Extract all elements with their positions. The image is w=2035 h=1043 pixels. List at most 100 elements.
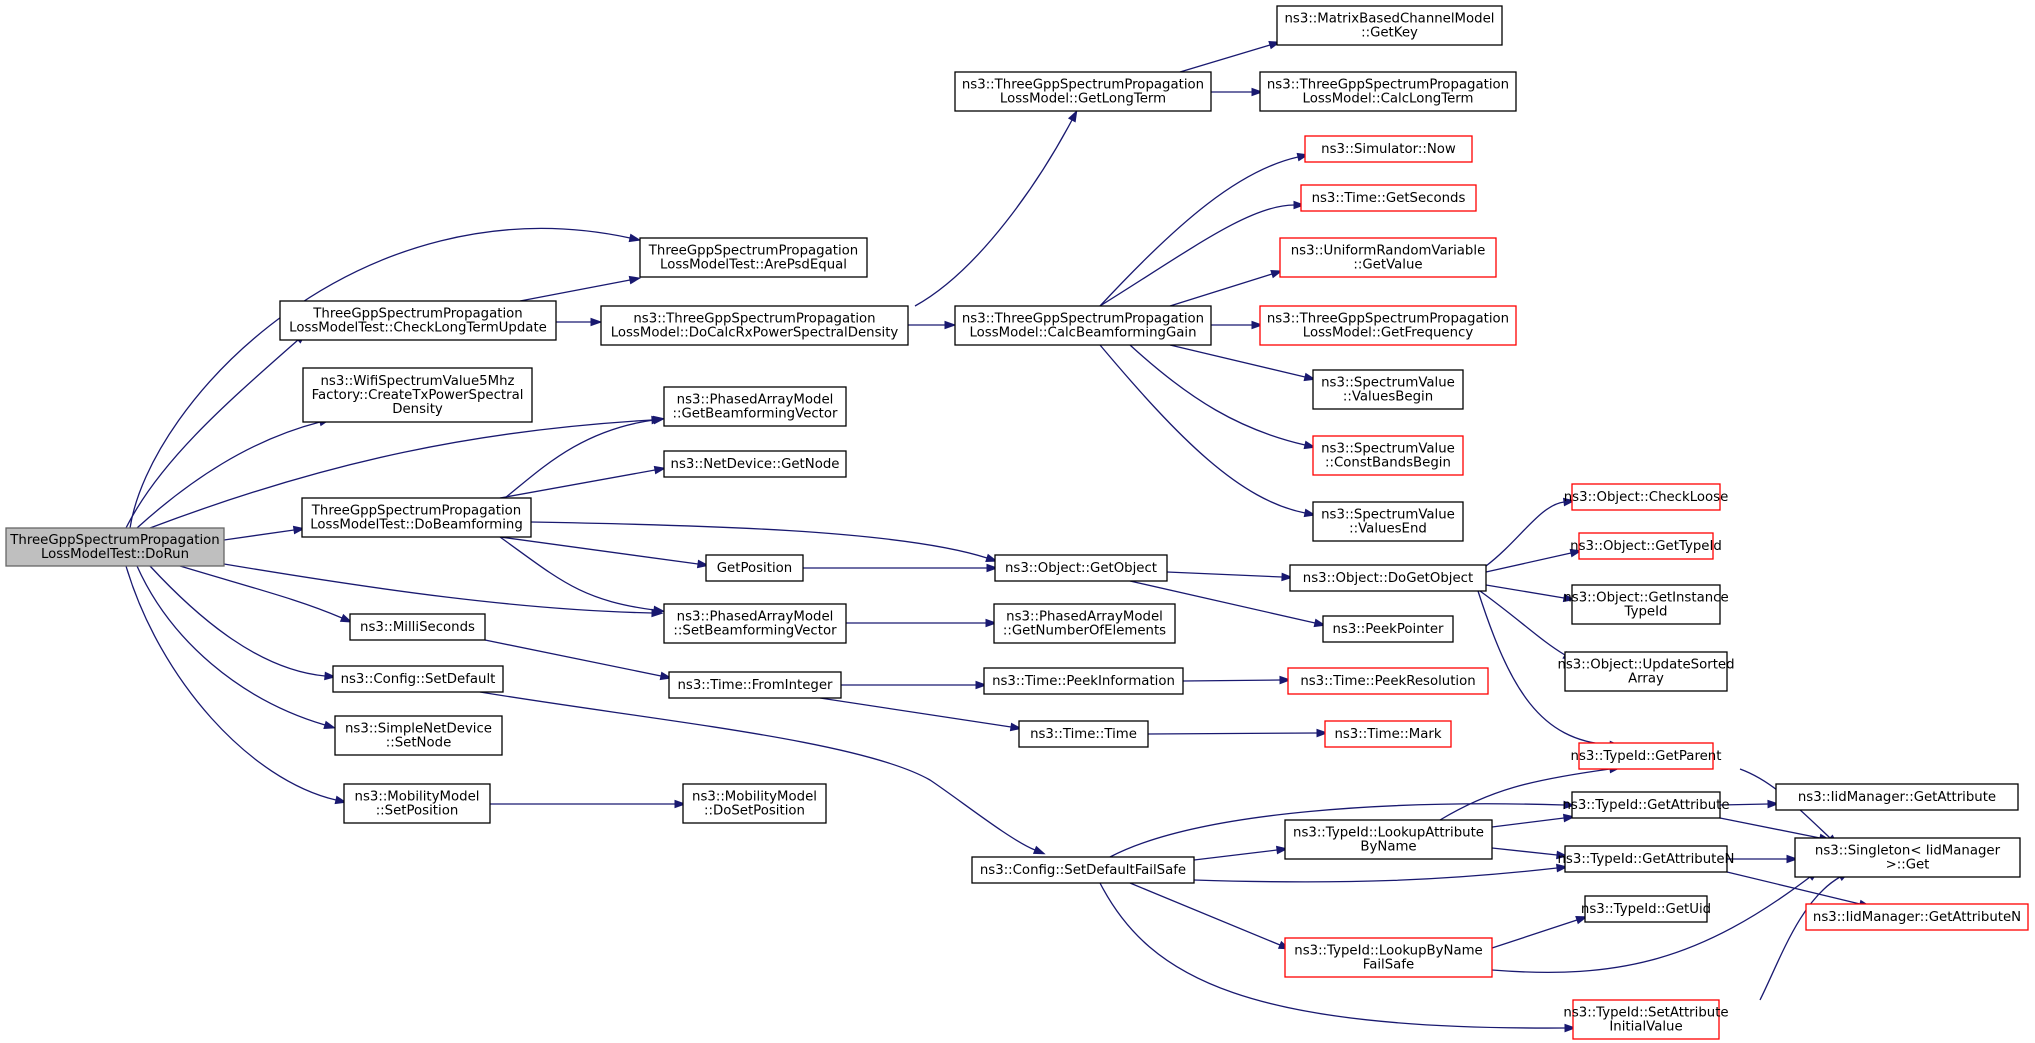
edge-line [136, 565, 326, 726]
node-fromInt[interactable]: ns3::Time::FromInteger [668, 671, 842, 699]
node-timeMark[interactable]: ns3::Time::Mark [1324, 720, 1452, 748]
node-mobSet[interactable]: ns3::MobilityModel::SetPosition [343, 783, 491, 824]
edge-getAttrN-to-singleton [1727, 854, 1799, 864]
node-checkLT[interactable]: ThreeGppSpectrumPropagationLossModelTest… [279, 300, 557, 341]
node-label-line: ::ConstBandsBegin [1325, 456, 1451, 471]
arrowhead [1562, 593, 1576, 603]
edge-line [1719, 803, 1769, 806]
node-label-line: ns3::Time::PeekInformation [992, 674, 1175, 689]
node-getAttrN[interactable]: ns3::TypeId::GetAttributeN [1558, 845, 1735, 873]
node-box [1312, 501, 1464, 542]
edge-line [223, 563, 653, 614]
node-label-line: ns3::Time::FromInteger [677, 678, 833, 693]
node-singleton[interactable]: ns3::Singleton< IidManager >::Get [1794, 837, 2021, 878]
edge-milli-to-fromInt [484, 639, 673, 681]
node-label-line: ::ValuesBegin [1343, 390, 1433, 405]
node-getTypeId[interactable]: ns3::Object::GetTypeId [1570, 532, 1722, 560]
node-simNow[interactable]: ns3::Simulator::Now [1304, 135, 1473, 163]
node-uniGet[interactable]: ns3::UniformRandomVariable::GetValue [1279, 237, 1497, 278]
node-box [1584, 895, 1708, 923]
arrowhead [975, 680, 988, 690]
node-label-line: GetPosition [717, 561, 792, 576]
node-root: ThreeGppSpectrumPropagationLossModelTest… [5, 527, 225, 567]
node-setBV[interactable]: ns3::PhasedArrayModel::SetBeamformingVec… [663, 603, 847, 644]
arrowhead [590, 317, 603, 327]
arrowhead [1562, 497, 1576, 507]
arrowhead [944, 320, 957, 330]
node-label-line: ns3::ThreeGppSpectrumPropagation [962, 78, 1204, 93]
node-getParent[interactable]: ns3::TypeId::GetParent [1571, 742, 1722, 770]
node-label-line: ns3::PeekPointer [1332, 622, 1444, 637]
node-valBegin[interactable]: ns3::SpectrumValue::ValuesBegin [1312, 369, 1464, 410]
node-box [600, 305, 909, 346]
node-areEqual[interactable]: ThreeGppSpectrumPropagationLossModelTest… [639, 237, 868, 278]
node-label-line: Array [1628, 672, 1664, 687]
edge-line [1099, 204, 1295, 307]
node-label-line: ns3::TypeId::GetAttribute [1562, 798, 1729, 813]
node-calcBG[interactable]: ns3::ThreeGppSpectrumPropagationLossMode… [954, 305, 1212, 346]
node-valEnd[interactable]: ns3::SpectrumValue::ValuesEnd [1312, 501, 1464, 542]
node-calcLT[interactable]: ns3::ThreeGppSpectrumPropagationLossMode… [1259, 71, 1517, 112]
node-wifi[interactable]: ns3::WifiSpectrumValue5MhzFactory::Creat… [302, 367, 533, 423]
node-getFreq[interactable]: ns3::ThreeGppSpectrumPropagationLossMode… [1259, 305, 1517, 346]
node-getUid[interactable]: ns3::TypeId::GetUid [1581, 895, 1711, 923]
node-box [983, 667, 1184, 695]
node-box [1571, 483, 1721, 511]
node-timeTime[interactable]: ns3::Time::Time [1018, 720, 1149, 748]
node-iidGetAttr[interactable]: ns3::IidManager::GetAttribute [1775, 783, 2019, 811]
node-doBeam[interactable]: ThreeGppSpectrumPropagationLossModelTest… [301, 497, 532, 538]
node-label-line: ns3::Config::SetDefaultFailSafe [980, 863, 1186, 878]
node-cfgSet[interactable]: ns3::Config::SetDefault [332, 665, 504, 693]
node-getObj[interactable]: ns3::Object::GetObject [994, 554, 1168, 582]
node-checkLoose[interactable]: ns3::Object::CheckLoose [1564, 483, 1729, 511]
node-peekInfo[interactable]: ns3::Time::PeekInformation [983, 667, 1184, 695]
node-box [1312, 369, 1464, 410]
node-label-line: ns3::PhasedArrayModel [677, 610, 834, 625]
node-getSec[interactable]: ns3::Time::GetSeconds [1300, 184, 1477, 212]
node-simpleNet[interactable]: ns3::SimpleNetDevice::SetNode [334, 715, 503, 756]
node-label-line: LossModelTest::CheckLongTermUpdate [289, 321, 547, 336]
node-getAttr[interactable]: ns3::TypeId::GetAttribute [1562, 791, 1730, 819]
edge-line [1491, 847, 1558, 856]
node-getNode[interactable]: ns3::NetDevice::GetNode [663, 450, 847, 478]
node-peekRes[interactable]: ns3::Time::PeekResolution [1287, 667, 1489, 695]
node-label-line: ns3::Config::SetDefault [341, 672, 496, 687]
node-getNumEl[interactable]: ns3::PhasedArrayModel::GetNumberOfElemen… [993, 603, 1176, 644]
node-milli[interactable]: ns3::MilliSeconds [349, 613, 486, 641]
node-getPos[interactable]: GetPosition [705, 554, 804, 582]
node-label-line: LossModelTest::DoBeamforming [310, 518, 523, 533]
node-getBV[interactable]: ns3::PhasedArrayModel::GetBeamformingVec… [663, 386, 847, 427]
edge-mobSet-to-mobDoSet [490, 799, 687, 809]
edge-line [1129, 344, 1306, 446]
node-iidGetAttrN[interactable]: ns3::IidManager::GetAttributeN [1805, 903, 2029, 931]
node-constBands[interactable]: ns3::SpectrumValue::ConstBandsBegin [1312, 435, 1464, 476]
node-getKey[interactable]: ns3::MatrixBasedChannelModel::GetKey [1276, 5, 1503, 46]
node-doCalcRx[interactable]: ns3::ThreeGppSpectrumPropagationLossMode… [600, 305, 909, 346]
node-box [343, 783, 491, 824]
node-box [349, 613, 486, 641]
edge-line [1477, 590, 1611, 746]
edge-line [1129, 882, 1281, 946]
node-label-line: ns3::Simulator::Now [1321, 142, 1456, 157]
node-box [1259, 305, 1517, 346]
node-mobDoSet[interactable]: ns3::MobilityModel::DoSetPosition [682, 783, 827, 824]
edge-cfgFail-to-lookupAttr [1193, 845, 1289, 861]
edge-line [1109, 803, 1565, 858]
node-label-line: ns3::Object::GetTypeId [1570, 539, 1722, 554]
edge-line [149, 565, 326, 677]
node-doGetObj[interactable]: ns3::Object::DoGetObject [1289, 564, 1487, 592]
arrowhead [1562, 813, 1576, 823]
node-label-line: ns3::ThreeGppSpectrumPropagation [1267, 78, 1509, 93]
node-cfgFail[interactable]: ns3::Config::SetDefaultFailSafe [971, 856, 1195, 884]
edge-peekInfo-to-peekRes [1182, 675, 1292, 685]
node-getLT[interactable]: ns3::ThreeGppSpectrumPropagationLossMode… [954, 71, 1212, 112]
edge-line [1099, 882, 1566, 1029]
node-label-line: InitialValue [1609, 1020, 1682, 1035]
arrowhead [1563, 800, 1576, 810]
node-peekPtr[interactable]: ns3::PeekPointer [1322, 615, 1454, 643]
